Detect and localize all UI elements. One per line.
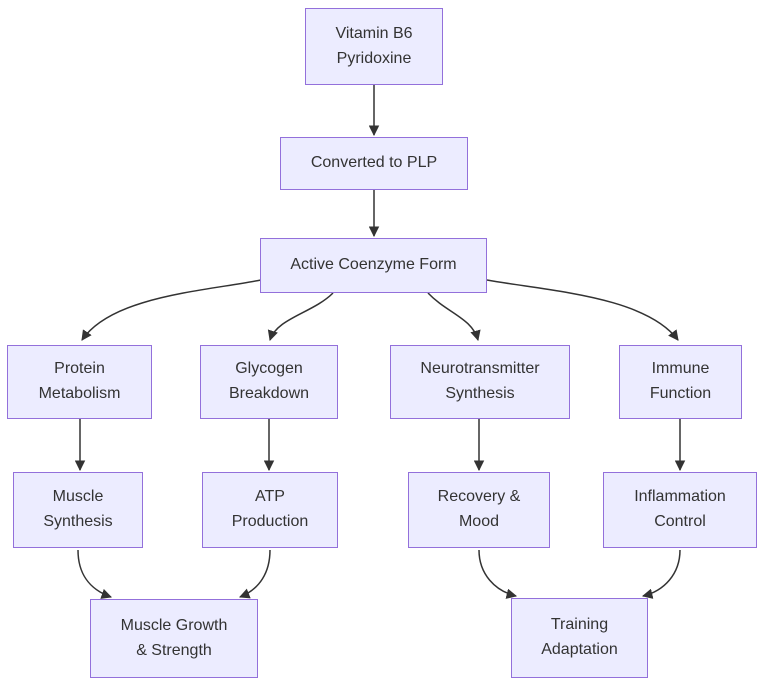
node-protein-metabolism-label: Protein Metabolism (38, 360, 121, 402)
node-recovery-mood: Recovery & Mood (408, 472, 550, 548)
node-converted-to-plp-label: Converted to PLP (310, 154, 438, 172)
edge-activeCoenzyme-neurotransmitterSynthesis (427, 292, 481, 342)
node-active-coenzyme-form-label: Active Coenzyme Form (290, 256, 457, 274)
edge-recoveryMood-trainingAdaptation (478, 549, 518, 599)
node-recovery-mood-label: Recovery & Mood (437, 488, 521, 530)
edge-atpProduction-muscleGrowth (239, 549, 271, 599)
edge-inflammationControl-trainingAdaptation (641, 549, 681, 599)
node-vitamin-b6: Vitamin B6 Pyridoxine (305, 8, 443, 85)
edge-activeCoenzyme-immuneFunction (486, 279, 679, 341)
node-training-adaptation-label: Training Adaptation (541, 616, 618, 658)
node-protein-metabolism: Protein Metabolism (7, 345, 152, 419)
node-immune-function-label: Immune Function (649, 360, 712, 402)
node-inflammation-control-label: Inflammation Control (634, 488, 726, 530)
node-immune-function: Immune Function (619, 345, 742, 419)
node-muscle-growth-strength: Muscle Growth & Strength (90, 599, 258, 678)
node-active-coenzyme-form: Active Coenzyme Form (260, 238, 487, 293)
node-muscle-growth-strength-label: Muscle Growth & Strength (120, 616, 228, 659)
node-atp-production-label: ATP Production (231, 488, 309, 530)
node-vitamin-b6-label: Vitamin B6 Pyridoxine (335, 24, 413, 67)
node-inflammation-control: Inflammation Control (603, 472, 757, 548)
node-muscle-synthesis-label: Muscle Synthesis (43, 488, 113, 530)
edge-activeCoenzyme-proteinMetabolism (81, 279, 262, 341)
node-neurotransmitter-synthesis-label: Neurotransmitter Synthesis (420, 360, 540, 402)
edge-activeCoenzyme-glycogenBreakdown (267, 292, 334, 342)
node-converted-to-plp: Converted to PLP (280, 137, 468, 190)
node-muscle-synthesis: Muscle Synthesis (13, 472, 143, 548)
node-glycogen-breakdown-label: Glycogen Breakdown (228, 360, 310, 402)
node-neurotransmitter-synthesis: Neurotransmitter Synthesis (390, 345, 570, 419)
node-glycogen-breakdown: Glycogen Breakdown (200, 345, 338, 419)
node-atp-production: ATP Production (202, 472, 338, 548)
edge-muscleSynthesis-muscleGrowth (77, 549, 112, 599)
node-training-adaptation: Training Adaptation (511, 598, 648, 678)
